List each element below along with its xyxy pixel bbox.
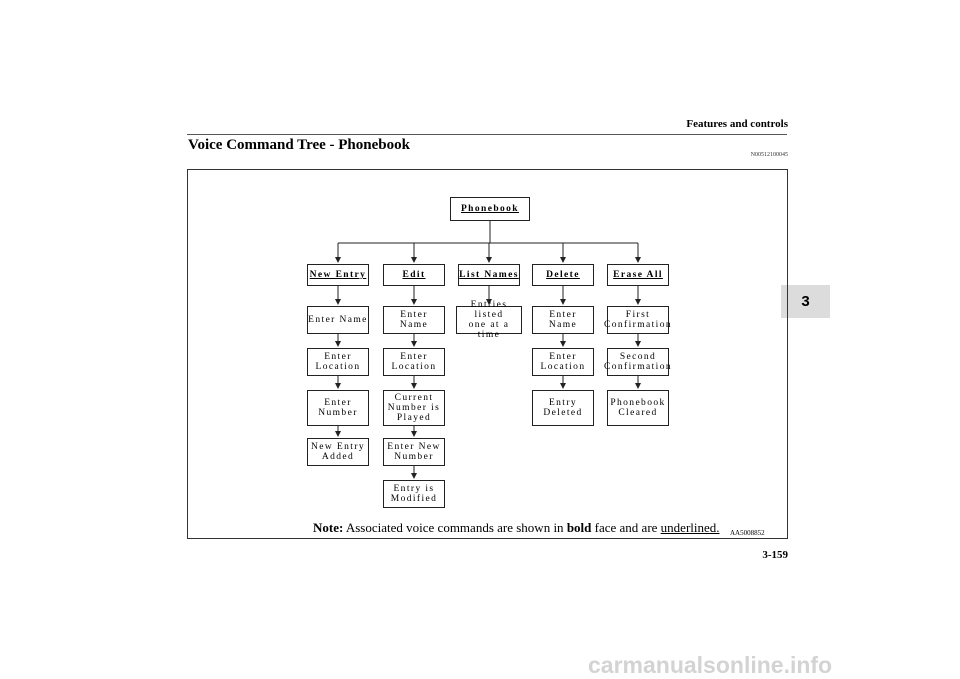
command-edit: Edit [383, 264, 445, 286]
step-delete-2: Enter Location [532, 348, 594, 376]
step-erase-all-1: First Confirmation [604, 306, 671, 334]
document-id: N00512100045 [750, 152, 788, 158]
note-underlined-word: underlined. [660, 520, 720, 535]
step-edit-1: Enter Name [383, 306, 445, 334]
step-edit-5: Entry is Modified [383, 480, 445, 508]
page-header-title: Features and controls [686, 118, 788, 130]
header-divider [187, 134, 787, 135]
step-list-names-1: Entries listed one at a time [456, 300, 522, 340]
step-edit-4: Enter New Number [383, 438, 445, 466]
step-edit-2: Enter Location [383, 348, 445, 376]
diagram-frame [187, 169, 788, 539]
watermark: carmanualsonline.info [588, 652, 833, 678]
step-new-entry-2: Enter Location [307, 348, 369, 376]
step-new-entry-1: Enter Name [307, 306, 369, 334]
step-new-entry-3: Enter Number [307, 390, 369, 426]
command-new-entry: New Entry [307, 264, 369, 286]
diagram-note: Note: Associated voice commands are show… [313, 520, 720, 536]
step-edit-3: Current Number is Played [383, 390, 445, 426]
page-number: 3-159 [762, 549, 788, 561]
step-delete-1: Enter Name [532, 306, 594, 334]
tree-root-phonebook: Phonebook [450, 197, 530, 221]
step-new-entry-4: New Entry Added [307, 438, 369, 466]
note-text-2: face and are [591, 520, 661, 535]
step-delete-3: Entry Deleted [532, 390, 594, 426]
command-delete: Delete [532, 264, 594, 286]
figure-id: AA5008852 [730, 529, 765, 537]
note-label: Note: [313, 520, 344, 535]
command-erase-all: Erase All [607, 264, 669, 286]
step-erase-all-2: Second Confirmation [604, 348, 671, 376]
note-bold-word: bold [566, 520, 592, 535]
note-text-1: Associated voice commands are shown in [343, 520, 567, 535]
command-list-names: List Names [458, 264, 520, 286]
chapter-tab: 3 [781, 285, 830, 318]
step-erase-all-3: Phonebook Cleared [607, 390, 669, 426]
section-title: Voice Command Tree - Phonebook [188, 137, 410, 153]
